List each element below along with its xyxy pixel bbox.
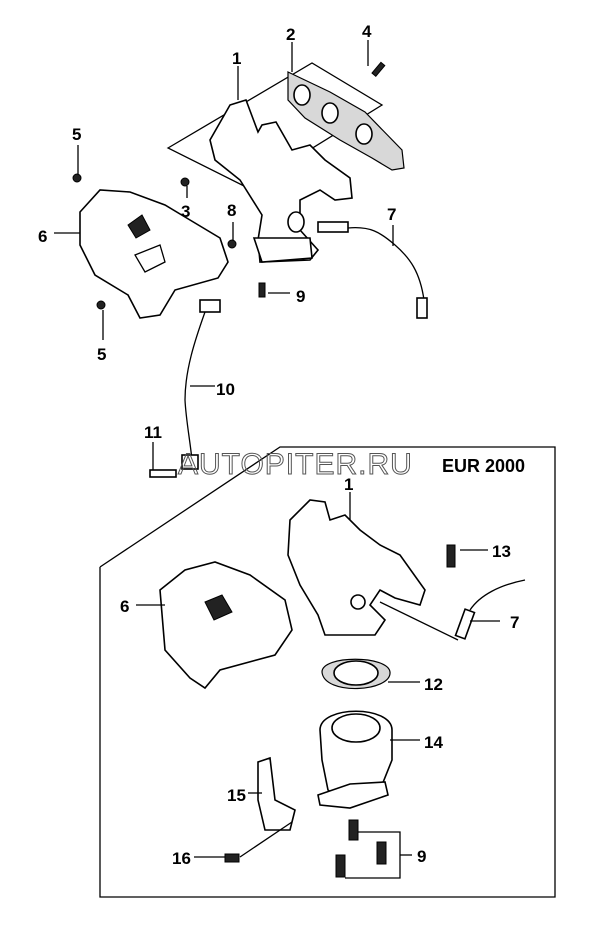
stud-9b [376, 841, 387, 865]
upper-assembly: 1 2 4 5 3 6 8 7 9 5 10 11 [38, 22, 428, 478]
stud-9a [348, 819, 359, 841]
bolt-5-top [72, 173, 82, 183]
mounting-plane-outline [166, 62, 384, 189]
nut-3 [180, 177, 190, 187]
watermark: AUTOPITER.RU [178, 448, 413, 481]
heat-shield [79, 189, 229, 319]
callout-2: 2 [286, 25, 295, 44]
heat-shield-eur2000 [159, 561, 293, 690]
callout-7: 7 [387, 205, 396, 224]
callout-4: 4 [362, 22, 372, 41]
callout-13: 13 [492, 542, 511, 561]
callout-6-eur2000: 6 [120, 597, 129, 616]
shield-x-mark-eur2000 [204, 594, 233, 621]
callout-7-eur2000: 7 [510, 613, 519, 632]
callout-9-eur2000: 9 [417, 847, 426, 866]
bolt-5-bottom [96, 300, 106, 310]
manifold-outlet-flange [252, 237, 313, 263]
callout-1: 1 [232, 49, 241, 68]
callout-1-eur2000: 1 [344, 475, 353, 494]
eur2000-section-frame [99, 446, 556, 898]
callout-5-bottom: 5 [97, 345, 106, 364]
bracket-15 [257, 756, 296, 831]
manifold-gasket [287, 71, 405, 171]
callout-16: 16 [172, 849, 191, 868]
callout-3: 3 [181, 202, 190, 221]
stud-4 [371, 61, 386, 77]
callout-11: 11 [144, 423, 162, 442]
callout-15: 15 [227, 786, 246, 805]
callout-10: 10 [216, 380, 235, 399]
oxygen-sensor-lower [181, 299, 221, 470]
bolt-16 [224, 853, 240, 863]
bolt-11 [149, 469, 177, 478]
stud-9c [335, 854, 346, 878]
lower-assembly: 1 13 6 7 12 14 15 16 9 [120, 475, 526, 879]
callout-9: 9 [296, 287, 305, 306]
oxygen-sensor-upper [317, 221, 428, 319]
shield-x-mark [127, 214, 151, 239]
manifold-eur2000 [287, 499, 426, 636]
callout-8: 8 [227, 201, 236, 220]
callout-5-top: 5 [72, 125, 81, 144]
oxygen-sensor-eur2000 [454, 579, 526, 640]
stud-9 [258, 282, 266, 298]
bolt-13 [446, 544, 456, 568]
callout-14: 14 [424, 733, 443, 752]
bolt-8 [227, 239, 237, 249]
converter-flange [317, 781, 389, 809]
callout-6: 6 [38, 227, 47, 246]
exhaust-manifold [209, 99, 353, 263]
section-title: EUR 2000 [442, 456, 525, 476]
callout-12: 12 [424, 675, 443, 694]
